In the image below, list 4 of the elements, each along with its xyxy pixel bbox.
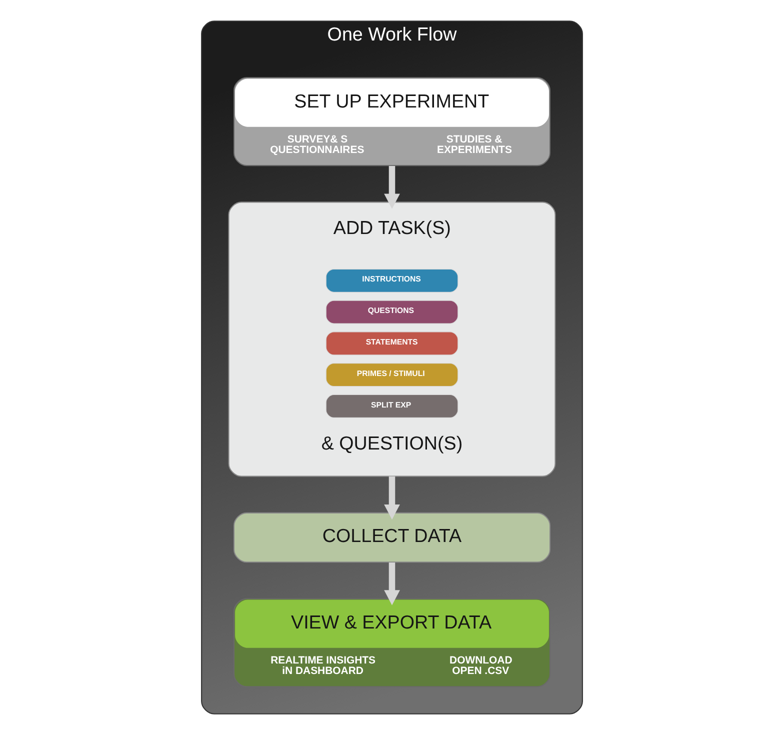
arrow: [384, 476, 400, 520]
arrow: [384, 562, 400, 606]
arrow: [384, 166, 400, 209]
node-box: COLLECT DATA: [232, 512, 550, 563]
